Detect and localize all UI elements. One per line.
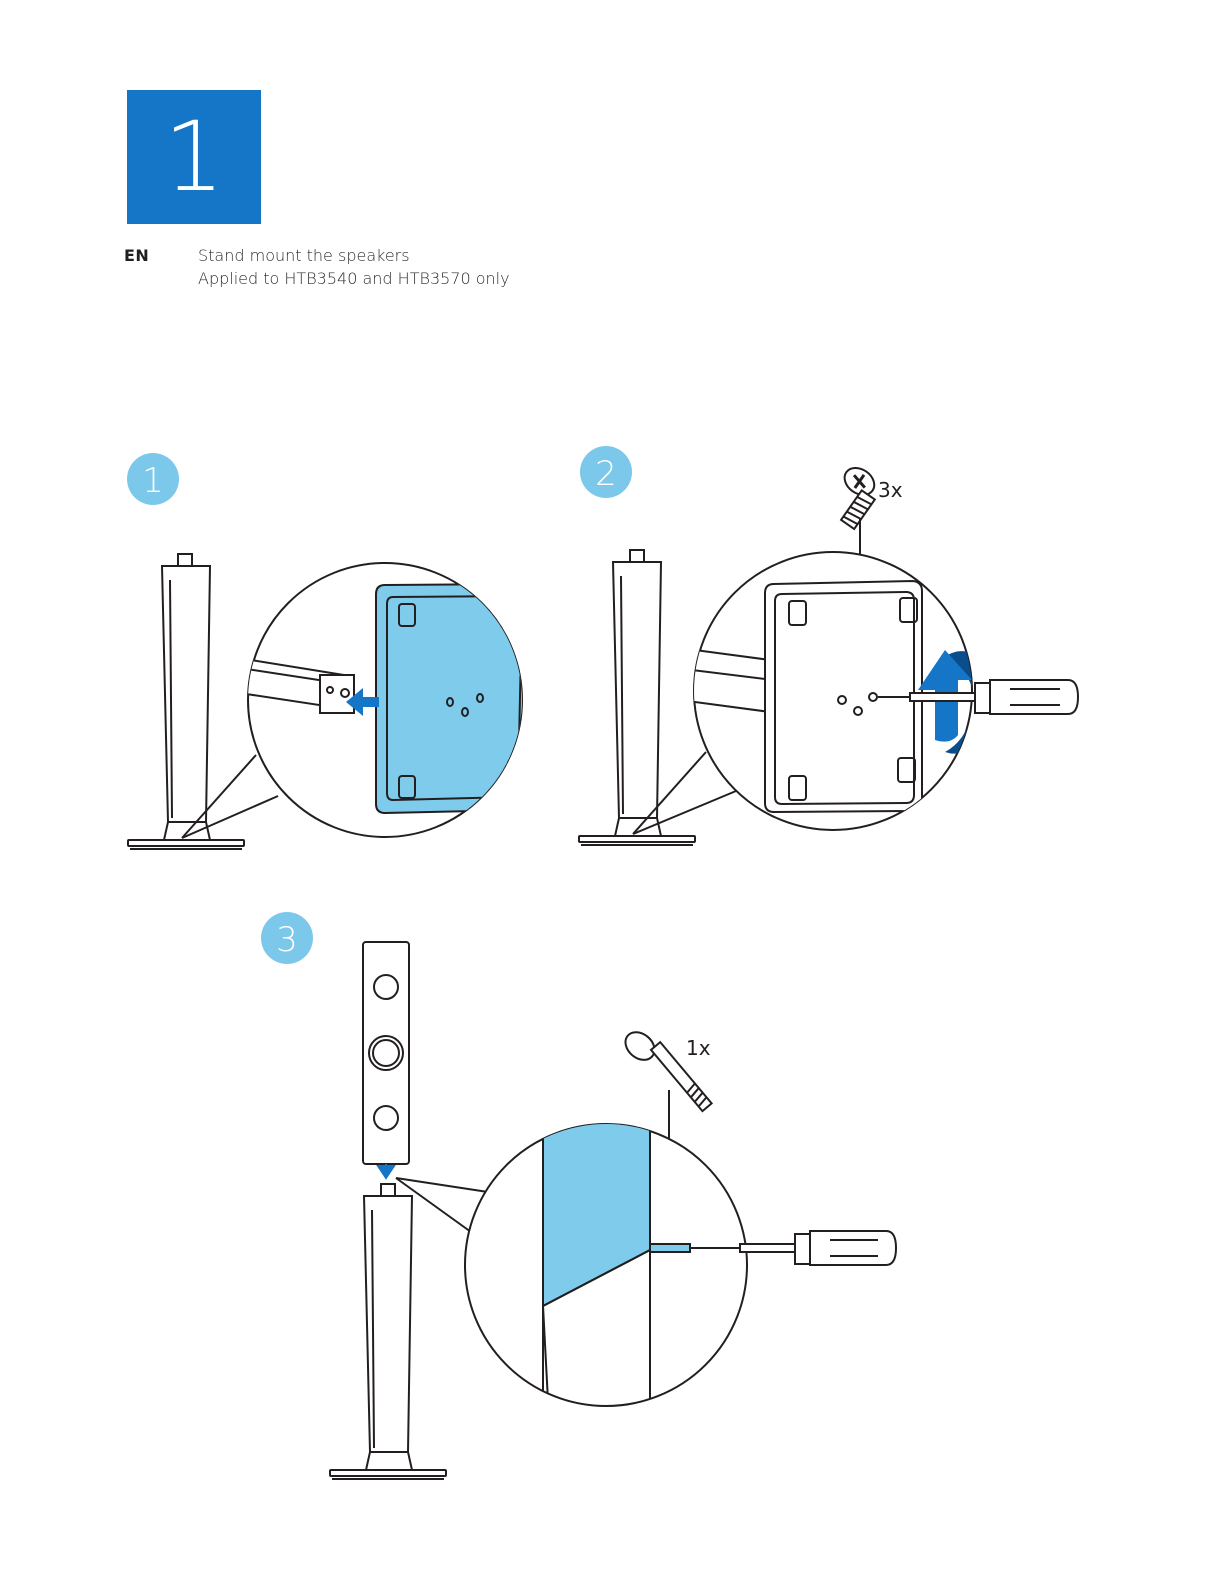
quantity-label: 3x bbox=[878, 478, 903, 502]
screw-icon: 3x bbox=[822, 462, 902, 529]
speaker-stand-icon bbox=[330, 1184, 446, 1479]
step-1-illustration: 1 bbox=[127, 453, 533, 849]
screw-icon: 1x bbox=[617, 1021, 711, 1125]
zoom-circle-1 bbox=[220, 563, 533, 837]
step-3-badge: 3 bbox=[261, 912, 313, 964]
arrow-down-icon bbox=[378, 1164, 394, 1178]
speaker-icon bbox=[363, 942, 409, 1164]
step-2-badge-number: 2 bbox=[595, 454, 617, 494]
mounting-plate bbox=[376, 584, 533, 813]
zoom-circle-3 bbox=[465, 1110, 819, 1420]
zoom-circle-2 bbox=[680, 552, 994, 830]
step-3-badge-number: 3 bbox=[276, 920, 298, 960]
quantity-label: 1x bbox=[686, 1036, 711, 1060]
speaker-stand-icon bbox=[128, 554, 244, 849]
step-2-badge: 2 bbox=[580, 446, 632, 498]
step-2-illustration: 2 3x bbox=[579, 446, 1078, 845]
step-3-illustration: 3 bbox=[261, 912, 896, 1479]
screwdriver-icon bbox=[740, 1231, 896, 1265]
step-1-badge-number: 1 bbox=[142, 461, 164, 501]
step-1-badge: 1 bbox=[127, 453, 179, 505]
speaker-stand-icon bbox=[579, 550, 695, 845]
